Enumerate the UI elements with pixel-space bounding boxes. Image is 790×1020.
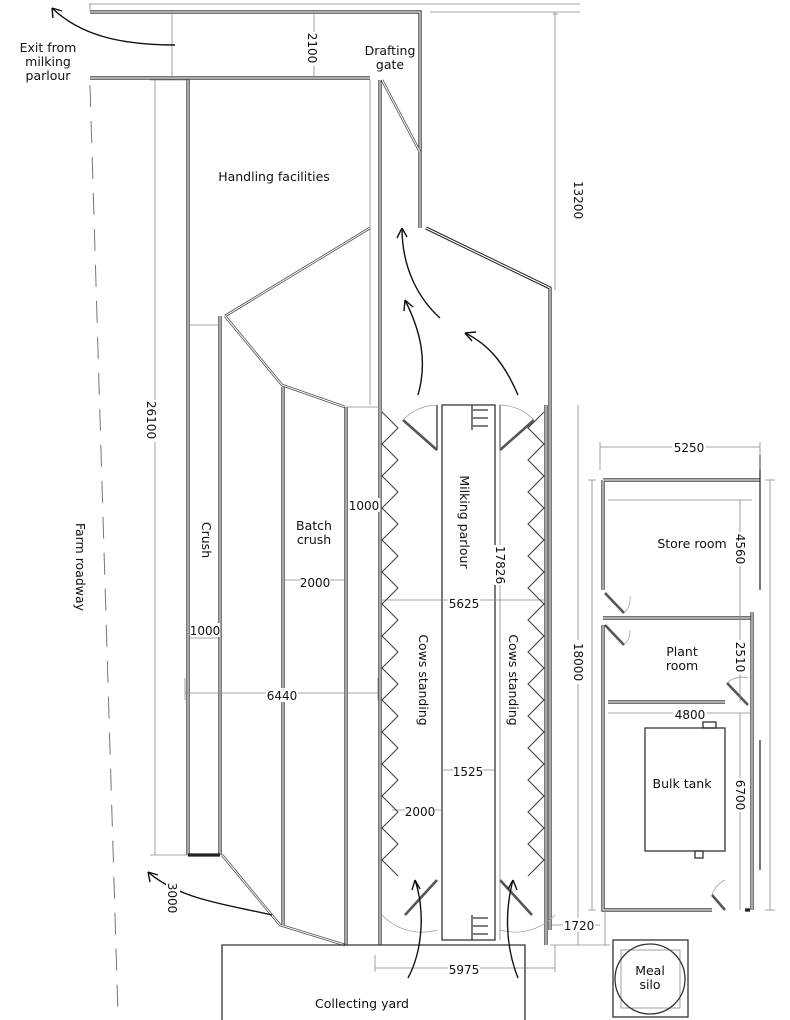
dim-tank-room-width: 4800 [675,708,706,722]
cows-standing-left-label: Cows standing [416,634,431,725]
cows-standing-right-label: Cows standing [506,634,521,725]
bulk-tank-label: Bulk tank [653,776,713,791]
exit-lane [89,3,580,228]
collecting-yard-label: Collecting yard [315,996,409,1011]
dim-pit-width: 1525 [453,765,484,779]
dairy-building [588,442,775,945]
dim-parlour-width: 5625 [449,597,480,611]
dim-handling-width: 6440 [267,689,298,703]
plant-room-label-1: Plant [666,644,698,659]
drafting-area-wall [425,12,558,930]
handling-facilities-walls [150,79,382,945]
dim-corridor-width: 1720 [564,919,595,933]
dim-exit-lane-width: 2100 [305,33,319,64]
dim-tank-room-depth: 6700 [733,780,747,811]
dim-stall-depth: 2000 [405,805,436,819]
drafting-gate [380,79,422,153]
farm-roadway-edge [89,84,119,1016]
farm-roadway-label: Farm roadway [73,523,88,612]
dim-pit-length: 17826 [493,546,507,584]
dimension-labels: 2100 13200 26100 1000 1000 2000 6440 178… [143,32,747,977]
dim-bottom-gate-offset: 3000 [165,883,179,914]
exit-label-3: parlour [26,68,72,83]
entry-arrow-left [407,879,422,979]
batch-crush-label-2: crush [297,532,331,547]
meal-silo-label-1: Meal [635,963,665,978]
crush-label: Crush [199,522,214,558]
cow-flow-arrows [51,7,519,979]
dim-batch-crush-width: 2000 [300,576,331,590]
meal-silo-label-2: silo [639,977,660,992]
drafting-arrow-1 [401,227,441,319]
entry-arrow-right [506,879,519,979]
dim-building-length: 18000 [571,643,585,681]
dim-crush-width: 1000 [190,624,221,638]
meal-silo [612,939,689,1018]
drafting-gate-label-1: Drafting [365,43,416,58]
herringbone-stalls-right [527,411,545,877]
dim-batch-gap: 1000 [349,499,380,513]
plant-room-label-2: room [666,658,698,673]
drafting-gate-label-2: gate [376,57,404,72]
handling-facilities-label: Handling facilities [218,169,330,184]
dim-right-top-height: 13200 [571,181,585,219]
drafting-arrow-3 [464,332,519,396]
batch-crush-label-1: Batch [296,518,332,533]
dim-store-depth: 4560 [733,534,747,565]
exit-arrow [51,7,176,46]
dim-overall-length: 26100 [144,401,158,439]
dim-parlour-outer-width: 5975 [449,963,480,977]
dim-plant-depth: 2510 [733,642,747,673]
store-room-label: Store room [657,536,726,551]
batch-crush [184,387,380,945]
milking-parlour-label: Milking parlour [457,475,472,569]
herringbone-stalls-left [381,411,399,877]
exit-label-2: milking [25,54,71,69]
crush-race [188,316,222,857]
collecting-yard [221,944,526,1020]
dim-dairy-width: 5250 [674,441,705,455]
exit-label-1: Exit from [20,40,77,55]
drafting-arrow-2 [404,299,424,396]
handling-gates [220,226,371,947]
bottom-exit-arrow [147,871,273,916]
bulk-tank [644,721,726,859]
parlour-building [374,404,610,972]
